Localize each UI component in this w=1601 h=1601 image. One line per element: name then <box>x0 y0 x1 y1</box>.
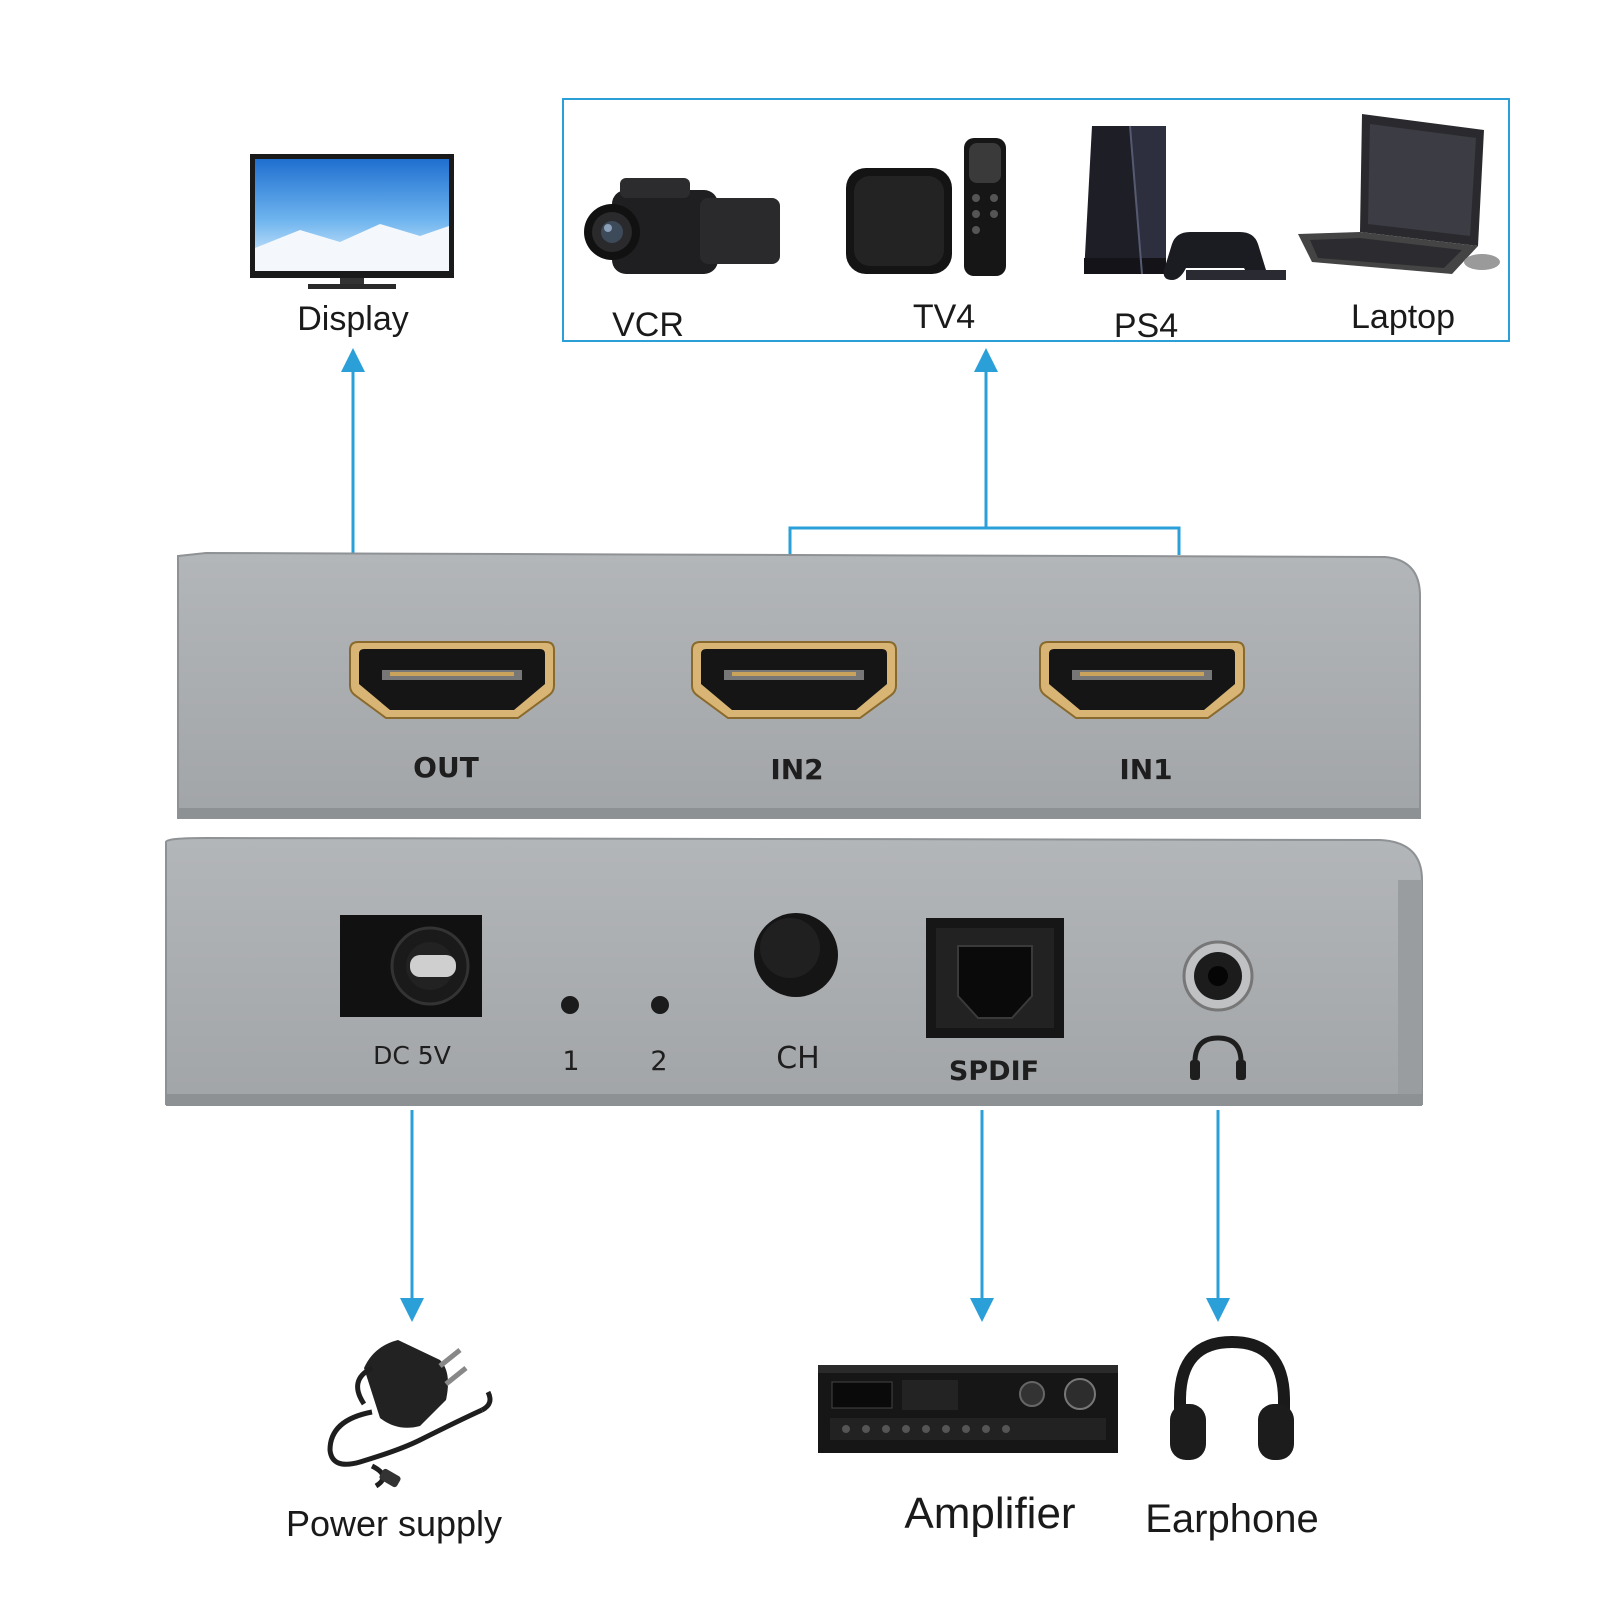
amplifier-connector <box>970 1110 994 1322</box>
source-label-ps4: PS4 <box>1114 307 1178 345</box>
port-label-in2: IN2 <box>770 753 823 786</box>
channel-button-label: CH <box>776 1041 820 1076</box>
sources-box <box>562 98 1510 342</box>
display-icon <box>250 154 454 289</box>
sources-connector <box>788 348 1181 555</box>
hdmi-port-out[interactable] <box>349 641 555 719</box>
headphone-icon <box>1190 1035 1246 1080</box>
amplifier-icon <box>818 1365 1118 1453</box>
tv-box-icon <box>846 168 952 274</box>
earphone-label: Earphone <box>1145 1497 1318 1541</box>
source-label-tv4: TV4 <box>913 298 975 336</box>
led-indicator-1 <box>561 996 579 1014</box>
amplifier-label: Amplifier <box>904 1489 1075 1538</box>
dc-label: DC 5V <box>373 1041 451 1070</box>
display-connector <box>341 348 365 555</box>
led-label-1: 1 <box>562 1046 579 1077</box>
laptop-icon <box>1298 114 1500 274</box>
power-supply-label: Power supply <box>286 1503 502 1544</box>
hdmi-port-in2[interactable] <box>691 641 897 719</box>
game-console-icon <box>1084 125 1166 275</box>
channel-button[interactable] <box>754 913 838 997</box>
remote-icon <box>964 138 1006 276</box>
camcorder-icon <box>584 178 780 274</box>
spdif-label: SPDIF <box>949 1056 1039 1087</box>
port-label-out: OUT <box>413 751 479 784</box>
led-label-2: 2 <box>650 1046 667 1077</box>
dc-jack[interactable] <box>340 915 482 1017</box>
port-label-in1: IN1 <box>1119 753 1172 786</box>
earphone-connector <box>1206 1110 1230 1322</box>
display-label: Display <box>297 300 408 338</box>
source-label-vcr: VCR <box>612 306 684 344</box>
power-connector <box>400 1110 424 1322</box>
headphones-icon <box>1170 1335 1294 1460</box>
headphone-jack[interactable] <box>1182 940 1254 1012</box>
game-controller-icon <box>1163 232 1286 280</box>
spdif-port[interactable] <box>926 918 1064 1038</box>
led-indicator-2 <box>651 996 669 1014</box>
hdmi-port-in1[interactable] <box>1039 641 1245 719</box>
power-adapter-icon <box>327 1340 493 1489</box>
source-label-laptop: Laptop <box>1351 298 1455 336</box>
